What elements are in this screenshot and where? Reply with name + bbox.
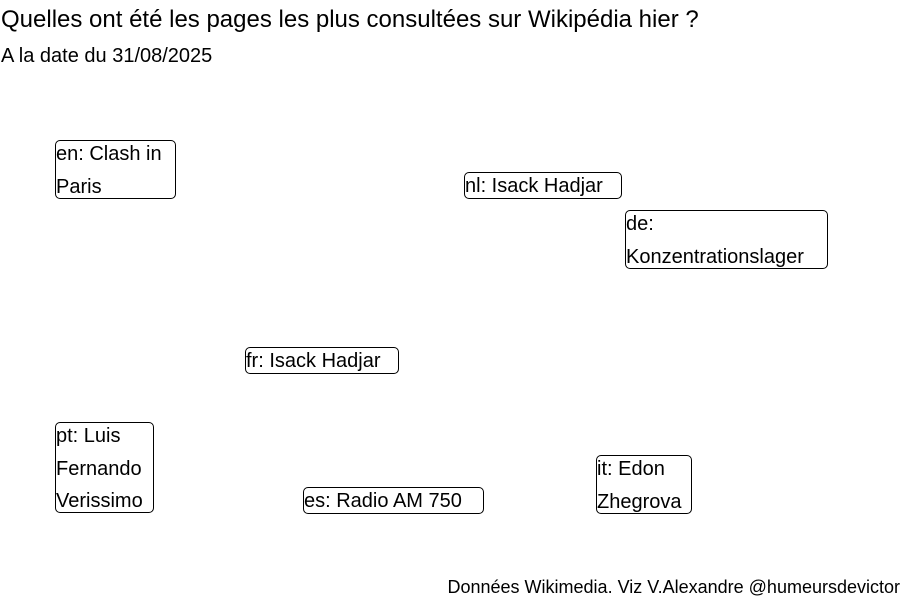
label-de-text: de: Konzentrationslager [626, 213, 804, 268]
label-en-text: en: Clash in Paris [56, 143, 162, 198]
label-it: it: Edon Zhegrova [596, 455, 692, 514]
label-pt: pt: Luis Fernando Verissimo [55, 422, 154, 513]
label-es: es: Radio AM 750 [303, 487, 484, 514]
label-fr: fr: Isack Hadjar [245, 347, 399, 374]
label-de: de: Konzentrationslager [625, 210, 828, 269]
chart-caption: Données Wikimedia. Viz V.Alexandre @hume… [447, 577, 900, 597]
label-en: en: Clash in Paris [55, 140, 176, 199]
chart-subtitle: A la date du 31/08/2025 [1, 45, 213, 67]
chart-title: Quelles ont été les pages les plus consu… [1, 6, 699, 33]
label-nl: nl: Isack Hadjar [464, 172, 622, 199]
label-pt-text: pt: Luis Fernando Verissimo [56, 425, 143, 512]
label-nl-text: nl: Isack Hadjar [465, 175, 603, 197]
label-it-text: it: Edon Zhegrova [597, 458, 682, 513]
label-fr-text: fr: Isack Hadjar [246, 350, 381, 372]
label-es-text: es: Radio AM 750 [304, 490, 462, 512]
